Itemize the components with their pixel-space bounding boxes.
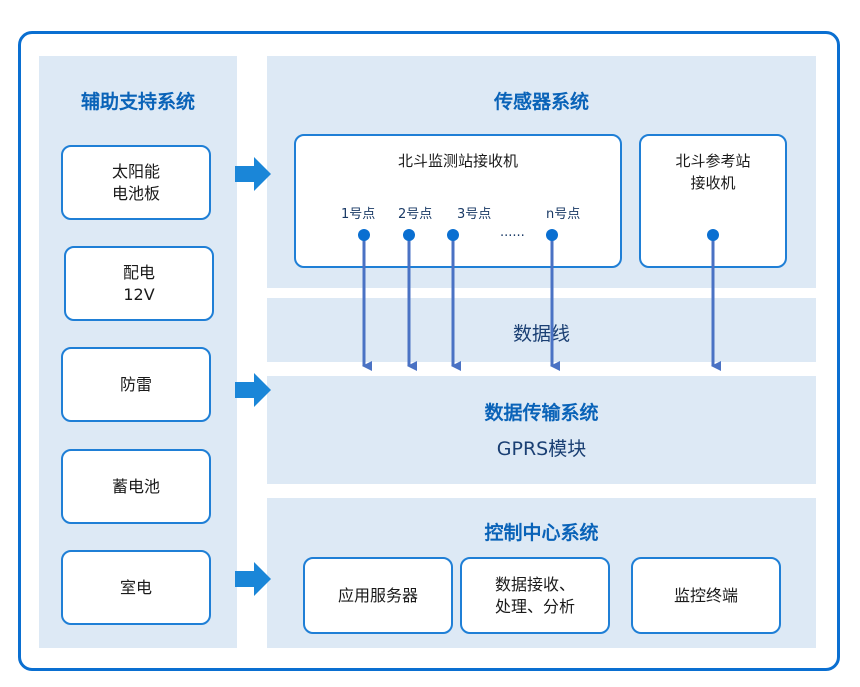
gprs-module-label: GPRS模块 [496,438,587,460]
monitoring-terminal-box: 监控终端 [631,557,781,634]
reference-dot [707,229,719,241]
sensor-system-title: 传感器系统 [493,91,589,113]
transmission-system-panel: 数据传输系统 GPRS模块 [267,376,816,484]
point-n-label: n号点 [546,207,581,222]
mains-power-box: 室电 [61,550,211,625]
control-center-title: 控制中心系统 [484,522,599,544]
point-3-label: 3号点 [457,207,492,222]
data-processing-box: 数据接收、 处理、分析 [460,557,610,634]
application-server-box: 应用服务器 [303,557,453,634]
solar-panel-box: 太阳能 电池板 [61,145,211,220]
battery-box: 蓄电池 [61,449,211,524]
point-2-label: 2号点 [398,207,433,222]
point-3-dot [447,229,459,241]
support-system-title: 辅助支持系统 [80,91,195,113]
power-distribution-box: 配电 12V [64,246,214,321]
point-n-dot [546,229,558,241]
support-arrow-3 [235,562,271,596]
point-2-dot [403,229,415,241]
support-arrow-2 [235,373,271,407]
point-1-label: 1号点 [341,207,376,222]
flow-arrows [362,235,721,371]
lightning-protection-box: 防雷 [61,347,211,422]
transmission-system-title: 数据传输系统 [484,402,599,424]
support-arrow-1 [235,157,271,191]
points-ellipsis: ...... [500,225,525,240]
monitor-station-receiver-box: 北斗监测站接收机 [294,134,622,268]
dataline-panel: 数据线 [267,298,816,362]
dataline-label: 数据线 [512,323,570,345]
point-1-dot [358,229,370,241]
